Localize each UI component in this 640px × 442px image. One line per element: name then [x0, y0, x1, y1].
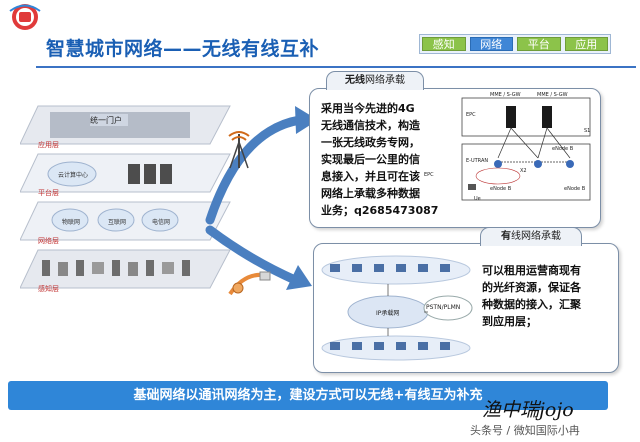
wireless-line-4: 实现最后一公里的信: [321, 153, 420, 166]
cloud-center-label: 云计算中心: [58, 172, 89, 179]
title-divider: [36, 66, 636, 68]
architecture-stack-illustration: [20, 105, 231, 289]
network-cloud-label-1: 物联网: [62, 219, 81, 226]
wired-network-diagram: [321, 255, 473, 361]
epc-label: EPC: [466, 112, 476, 118]
wireless-panel-heading: 无线网络承载: [326, 71, 424, 90]
ip-network-label: IP承载网: [376, 310, 400, 317]
pstn-cloud-label: PSTN/PLMN: [426, 304, 461, 311]
enodeb-label-1: eNode B: [490, 186, 512, 192]
wired-line-2: 的光纤资源，保证各: [482, 281, 581, 294]
network-cloud-label-3: 电信网: [152, 219, 171, 226]
layer-label-network: 网络层: [38, 237, 59, 245]
fiber-cable-icon: [228, 271, 271, 296]
wireless-line-7: 业务；q2685473087: [321, 204, 439, 217]
mme-label-1: MME / S-GW: [490, 92, 521, 98]
network-cloud-label-2: 互联网: [108, 219, 127, 226]
section-tabs: 感知 网络 平台 应用: [419, 34, 611, 54]
watermark: 头条号 / 微知国际小冉: [470, 424, 580, 437]
wired-panel-heading: 有线网络承载: [480, 227, 582, 246]
wired-line-3: 种数据的接入，汇聚: [482, 298, 581, 311]
wireless-panel: [309, 88, 601, 228]
enodeb-label-2: eNode B: [564, 186, 586, 192]
summary-banner: 基础网络以通讯网络为主，建设方式可以无线+有线互为补充: [8, 381, 608, 410]
wired-heading-rest: 线网络承载: [511, 231, 561, 242]
mme-label-2: MME / S-GW: [537, 92, 568, 98]
wireless-line-3: 一张无线政务专网，: [321, 136, 420, 149]
antenna-icon: [228, 131, 250, 169]
epc-small-label: EPC: [424, 172, 434, 178]
connector-arrows: [205, 106, 318, 290]
tab-perception[interactable]: 感知: [422, 37, 466, 51]
lte-network-diagram: [461, 97, 591, 201]
tab-network[interactable]: 网络: [469, 37, 513, 51]
wired-heading-bold: 有: [501, 231, 511, 242]
layer-label-application: 应用层: [38, 141, 59, 149]
eutran-label: E-UTRAN: [466, 158, 489, 164]
x2-label: X2: [520, 168, 527, 174]
tab-application[interactable]: 应用: [564, 37, 608, 51]
enodeb-label-3: eNode B: [552, 146, 574, 152]
wireless-panel-text: 采用当今先进的4G 无线通信技术，构造 一张无线政务专网， 实现最后一公里的信 …: [321, 100, 455, 219]
layer-label-platform: 平台层: [38, 189, 59, 197]
s1-label: S1: [584, 128, 591, 134]
page-title: 智慧城市网络——无线有线互补: [46, 38, 320, 60]
wired-line-1: 可以租用运营商现有: [482, 264, 581, 277]
layer-label-perception: 感知层: [38, 285, 59, 293]
ue-label: Ue: [474, 196, 481, 202]
wireless-line-6: 网络上承载多种数据: [321, 187, 420, 200]
handwritten-signature: 渔中瑞jojo: [482, 399, 574, 421]
wired-line-4: 到应用层；: [482, 315, 537, 328]
wired-panel-text: 可以租用运营商现有 的光纤资源，保证各 种数据的接入，汇聚 到应用层；: [482, 262, 612, 330]
wireless-line-2: 无线通信技术，构造: [321, 119, 420, 132]
company-logo: [6, 2, 44, 32]
wireless-line-5: 息接入，并且可在该: [321, 170, 420, 183]
tab-platform[interactable]: 平台: [517, 37, 561, 51]
wireless-heading-rest: 网络承载: [365, 75, 405, 86]
unified-portal-label: 统一门户: [90, 116, 122, 125]
wireless-heading-bold: 无线: [345, 75, 365, 86]
wireless-line-1: 采用当今先进的4G: [321, 102, 415, 115]
